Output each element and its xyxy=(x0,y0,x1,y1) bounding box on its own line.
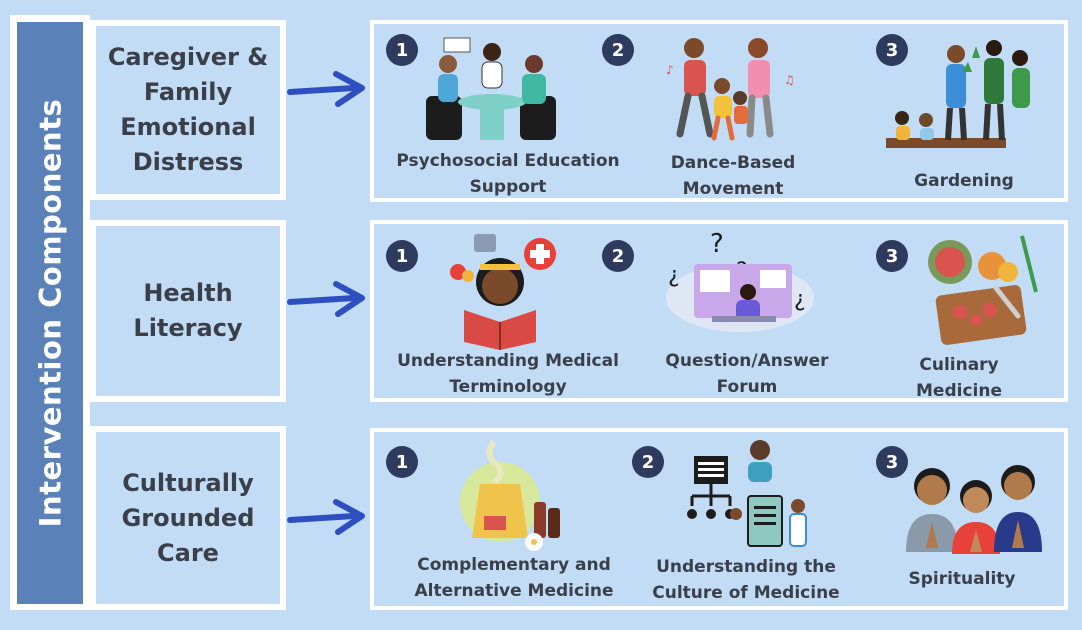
svg-text:♫: ♫ xyxy=(784,73,795,87)
number-badge: 1 xyxy=(386,34,418,66)
number-badge: 3 xyxy=(876,446,908,478)
number-badge: 1 xyxy=(386,446,418,478)
caption-psychosocial: Psychosocial Education Support xyxy=(396,151,620,197)
svg-text:¿: ¿ xyxy=(668,263,680,288)
row-box-health-literacy: 1 Understanding Medical Terminology 2 ? … xyxy=(370,220,1068,402)
caption-qa-forum: Question/Answer Forum xyxy=(665,351,829,397)
row-label-health-literacy: Health Literacy xyxy=(133,279,243,342)
number-badge: 2 xyxy=(602,34,634,66)
svg-text:♪: ♪ xyxy=(666,63,674,77)
family-gardening-icon xyxy=(886,40,1030,148)
row-box-culturally-grounded: 1 Complementary and Alternative Medicine… xyxy=(370,428,1068,610)
number-badge: 2 xyxy=(632,446,664,478)
caption-gardening: Gardening xyxy=(914,171,1014,191)
number-badge: 1 xyxy=(386,240,418,272)
row-box-caregiver: 1 Psychosocial Education Support 2 xyxy=(370,20,1068,202)
number-badge: 2 xyxy=(602,240,634,272)
aromatherapy-candle-icon xyxy=(460,440,560,551)
counseling-session-icon xyxy=(426,37,556,140)
caption-complementary-medicine: Complementary and Alternative Medicine xyxy=(414,555,614,601)
row-label-culturally-grounded: Culturally Grounded Care xyxy=(121,468,255,567)
caption-culinary-medicine: Culinary Medicine xyxy=(916,355,1002,401)
cutting-board-vegetables-icon xyxy=(928,235,1038,345)
arrow-right-icon xyxy=(287,499,365,535)
row-label-box-caregiver: Caregiver & Family Emotional Distress xyxy=(90,20,286,200)
arrow-right-icon xyxy=(287,281,365,317)
family-dancing-icon: ♪ ♫ xyxy=(666,38,795,141)
number-badge: 3 xyxy=(876,240,908,272)
side-title: Intervention Components xyxy=(33,98,67,528)
online-forum-icon: ? ¿ ? ¿ xyxy=(666,229,814,332)
svg-text:¿: ¿ xyxy=(794,287,806,312)
praying-people-icon xyxy=(906,465,1042,554)
svg-text:?: ? xyxy=(710,229,724,259)
caption-culture-of-medicine: Understanding the Culture of Medicine xyxy=(652,557,840,603)
medical-hierarchy-icon xyxy=(687,440,807,547)
caption-medical-terminology: Understanding Medical Terminology xyxy=(397,351,619,397)
row-label-caregiver: Caregiver & Family Emotional Distress xyxy=(107,43,269,176)
caption-spirituality: Spirituality xyxy=(908,569,1016,589)
number-badge: 3 xyxy=(876,34,908,66)
reading-medical-book-icon xyxy=(450,234,556,350)
row-label-box-health-literacy: Health Literacy xyxy=(90,220,286,402)
caption-dance: Dance-Based Movement xyxy=(670,153,796,199)
intervention-components-bar: Intervention Components xyxy=(17,22,83,604)
arrow-right-icon xyxy=(287,71,365,107)
row-label-box-culturally-grounded: Culturally Grounded Care xyxy=(90,426,286,610)
